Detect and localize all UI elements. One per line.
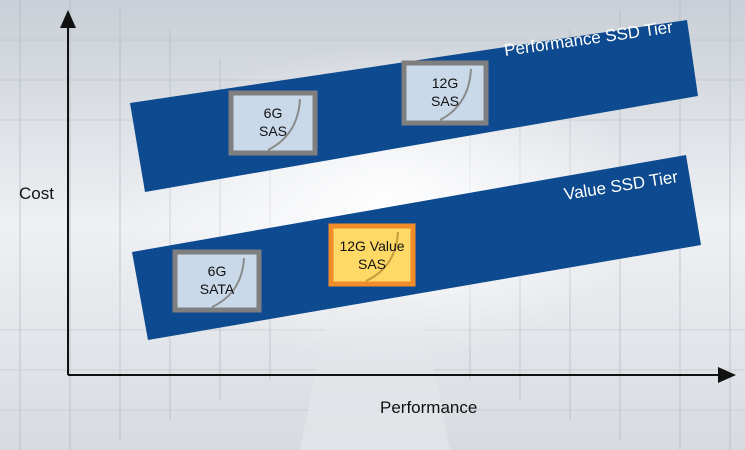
drive-line-1: 6G bbox=[264, 105, 283, 121]
drive-arc-icon bbox=[267, 98, 301, 151]
drive-line-2: SAS bbox=[259, 123, 287, 139]
drive-body-highlight bbox=[328, 223, 416, 287]
drive-body bbox=[401, 60, 489, 126]
y-axis-label: Cost bbox=[19, 184, 54, 203]
drive-line-2: SAS bbox=[358, 256, 386, 272]
value-tier-band bbox=[132, 155, 701, 340]
drive-arc-icon bbox=[439, 68, 472, 121]
drive-line-1: 12G Value bbox=[339, 238, 404, 254]
drive-12g-value-sas: 12G Value SAS bbox=[328, 223, 416, 287]
drive-arc-icon bbox=[211, 257, 245, 308]
drive-body bbox=[228, 90, 318, 156]
drive-arc-icon bbox=[365, 231, 399, 282]
drive-12g-sas: 12G SAS bbox=[401, 60, 489, 126]
drive-line-1: 12G bbox=[432, 75, 458, 91]
drive-line-2: SAS bbox=[431, 93, 459, 109]
x-axis-label: Performance bbox=[380, 398, 477, 417]
drive-line-2: SATA bbox=[200, 281, 235, 297]
drive-6g-sata: 6G SATA bbox=[172, 249, 262, 313]
drive-line-1: 6G bbox=[208, 263, 227, 279]
drive-6g-sas: 6G SAS bbox=[228, 90, 318, 156]
drive-body bbox=[172, 249, 262, 313]
